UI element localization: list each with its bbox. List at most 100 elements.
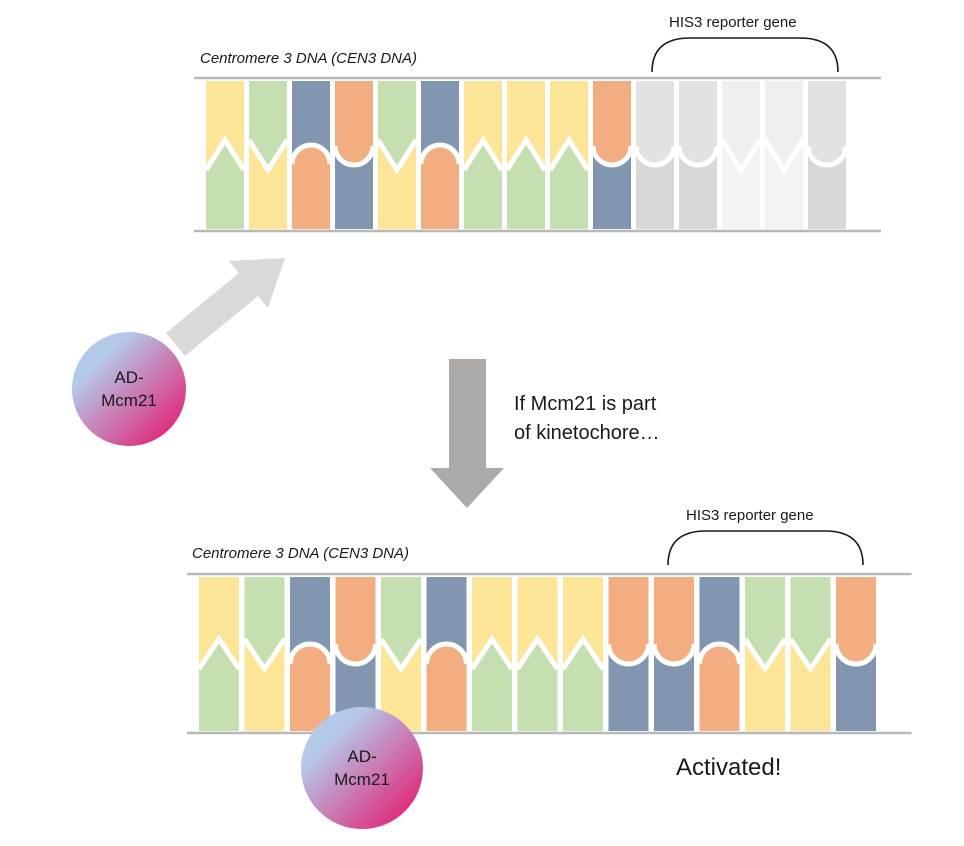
base-top [608, 577, 649, 664]
base-bottom [290, 644, 330, 731]
protein-label-top-line1: AD- [114, 368, 144, 387]
down-arrow [430, 359, 504, 508]
base-bottom [421, 145, 459, 229]
base-bottom [426, 644, 467, 731]
base-bottom [378, 140, 416, 229]
base-top [381, 577, 421, 669]
base-junction [203, 135, 247, 172]
base-junction [651, 643, 697, 667]
bottom-dna-strand [187, 572, 912, 735]
base-pair [289, 81, 333, 229]
base-bottom [292, 145, 330, 229]
base-junction [242, 637, 287, 674]
base-junction [805, 145, 849, 168]
base-junction [424, 641, 469, 665]
base-junction [590, 145, 634, 168]
base-junction [378, 637, 424, 674]
base-bottom [199, 639, 239, 731]
base-pair [287, 577, 333, 731]
base-top [249, 81, 287, 170]
base-bottom [808, 146, 846, 229]
base-top [378, 81, 416, 170]
base-bottom [381, 639, 421, 731]
base-top [836, 577, 876, 664]
base-top [421, 81, 459, 164]
base-junction [560, 634, 606, 671]
bottom-strand-title: Centromere 3 DNA (CEN3 DNA) [192, 545, 409, 562]
base-bottom [765, 140, 803, 229]
base-junction [606, 643, 651, 667]
base-bottom [517, 639, 558, 731]
protein-label-top-line2: Mcm21 [101, 391, 157, 410]
base-bottom [507, 140, 545, 229]
base-junction [333, 643, 378, 667]
base-pair [651, 577, 697, 731]
base-pair [469, 577, 515, 731]
top-dna-strand [194, 76, 881, 233]
base-top [464, 81, 502, 170]
base-junction [332, 145, 376, 168]
base-junction [504, 135, 548, 172]
condition-text-line2: of kinetochore… [514, 422, 660, 444]
base-junction [287, 641, 333, 665]
protein-label-top: AD- Mcm21 [79, 366, 179, 412]
base-junction [676, 145, 720, 168]
base-junction [719, 138, 763, 175]
base-top [790, 577, 831, 669]
base-top [472, 577, 512, 669]
activated-label: Activated! [676, 754, 782, 781]
base-pair [504, 81, 548, 229]
base-junction [788, 637, 833, 674]
base-top [290, 577, 330, 664]
base-junction [515, 634, 560, 671]
bottom-reporter-label: HIS3 reporter gene [686, 507, 814, 524]
base-top [699, 577, 740, 664]
base-top [550, 81, 588, 170]
base-bottom [244, 639, 285, 731]
base-top [722, 81, 760, 170]
base-pair [560, 577, 606, 731]
base-top [335, 577, 376, 664]
base-pair [461, 81, 505, 229]
base-bottom [464, 140, 502, 229]
base-pair [424, 577, 469, 731]
base-pair [590, 81, 634, 229]
base-junction [196, 634, 242, 671]
base-pair [547, 81, 591, 229]
bottom-reporter-bracket [667, 530, 864, 566]
protein-label-bottom-line2: Mcm21 [334, 770, 390, 789]
base-top [206, 81, 244, 170]
base-top [517, 577, 558, 669]
base-bottom [206, 140, 244, 229]
base-bottom [249, 140, 287, 229]
protein-label-bottom-line1: AD- [347, 747, 377, 766]
base-bottom [836, 644, 876, 731]
base-pair [378, 577, 424, 731]
base-junction [633, 145, 677, 168]
base-bottom [654, 644, 694, 731]
protein-circle-top [72, 332, 186, 446]
base-top [292, 81, 330, 164]
base-junction [289, 142, 333, 165]
base-bottom [593, 146, 631, 229]
base-bottom [745, 639, 785, 731]
base-top [636, 81, 674, 165]
base-junction [375, 138, 419, 175]
base-junction [762, 138, 806, 175]
base-pair [515, 577, 560, 731]
base-pair [418, 81, 462, 229]
top-reporter-label: HIS3 reporter gene [669, 14, 797, 31]
base-bottom [679, 146, 717, 229]
base-pair [833, 577, 879, 731]
binding-arrow [166, 258, 285, 356]
base-bottom [790, 639, 831, 731]
base-pair [762, 81, 806, 229]
base-pair [242, 577, 287, 731]
base-pair [697, 577, 742, 731]
base-bottom [699, 644, 740, 731]
base-junction [469, 634, 515, 671]
base-top [335, 81, 373, 165]
top-strand-title: Centromere 3 DNA (CEN3 DNA) [200, 50, 417, 67]
base-bottom [335, 146, 373, 229]
